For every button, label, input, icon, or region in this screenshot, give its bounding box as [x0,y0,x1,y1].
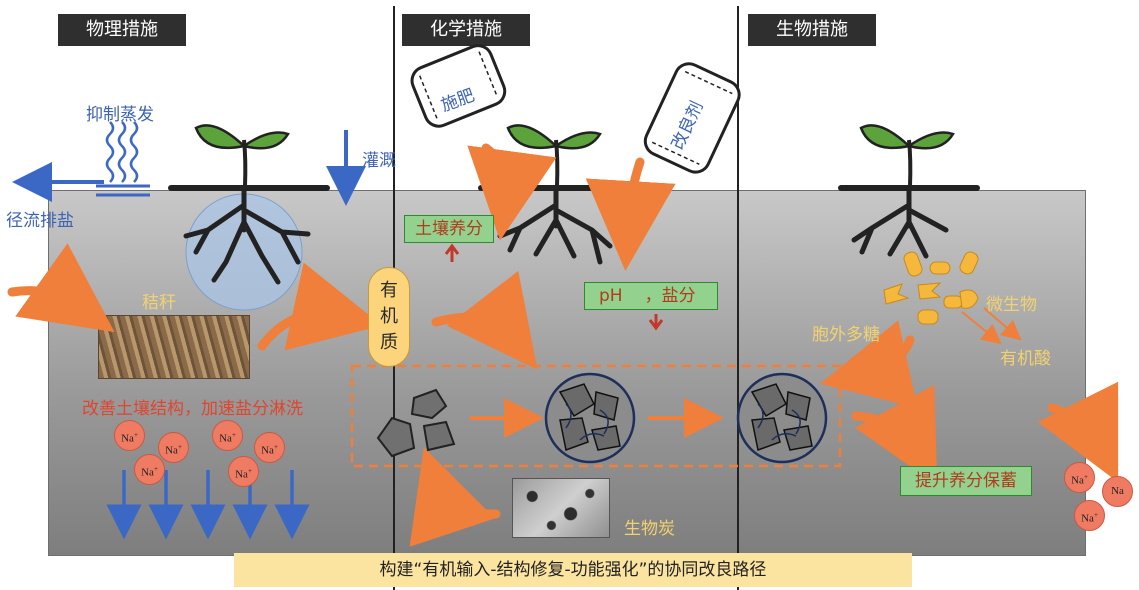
aggregate-dashed-box [350,364,842,468]
header-chemical: 化学措施 [402,14,530,46]
straw-photo [98,315,250,379]
arrow-amendment-down [585,157,676,271]
sodium-ion: Na+ [228,456,259,487]
arrow-eps-to-aggregate [820,320,918,409]
arrow-microbe-acid-1 [961,311,1002,345]
sodium-ion: Na+ [134,454,165,485]
header-physical: 物理措施 [58,14,186,46]
label-eps: 胞外多糖 [812,325,880,345]
arrow-fertilizer-down [467,143,557,241]
sodium-ion: Na+ [212,420,243,451]
sodium-ion: Na+ [254,432,285,463]
footer-banner: 构建“有机输入-结构修复-功能强化”的协同改良路径 [234,553,912,587]
microbe-cluster-icon [883,251,979,325]
label-runoff-salt: 径流排盐 [6,211,74,231]
soil-aggregate-icon-2 [736,372,828,464]
plant-biological-icon [851,124,955,259]
label-improve-structure: 改善土壤结构，加速盐分淋洗 [82,399,303,419]
arrow-microbe-acid-2 [983,307,1022,341]
sodium-ion: Na+ [1064,462,1095,493]
plant-chemical-icon [497,124,613,265]
sodium-ion: Na+ [114,420,145,451]
sodium-ion: Na+ [1074,500,1105,531]
salt-down-arrow [648,314,664,331]
label-straw: 秸秆 [142,293,176,313]
plant-physical-icon [183,124,311,285]
header-biological: 生物措施 [748,14,876,46]
label-suppress-evaporation: 抑制蒸发 [86,105,154,125]
nutrient-up-arrow [444,243,460,262]
label-irrigation: 灌溉 [362,151,396,171]
arrow-input-left [7,243,115,333]
label-biochar: 生物炭 [624,519,675,539]
soil-aggregate-icon-1 [544,372,636,464]
arrow-out-right [1037,381,1119,483]
soil-nutrients-box: 土壤养分 [404,215,494,243]
arrow-biochar-feedback [409,447,501,547]
soil-particles-icon [376,388,456,458]
sodium-ion: Na+ [158,432,189,463]
label-microbes: 微生物 [986,295,1037,315]
ground-line-physical [168,185,330,191]
organic-matter-pill: 有机质 [368,267,410,367]
ph-salt-box: pH，盐分 [584,282,718,310]
evaporation-icon [96,121,150,197]
arrow-organic-to-aggregate [431,270,538,370]
fertilizer-bag-icon [410,44,507,128]
arrow-aggregate-to-retention [851,385,938,486]
label-organic-acid: 有机酸 [1000,349,1051,369]
section-divider-right [737,6,739,590]
arrow-straw-to-organic [257,262,382,351]
amendment-bag-icon [643,62,741,174]
nutrient-retention-box: 提升养分保蓄 [900,466,1032,496]
biochar-photo [512,478,610,538]
sodium-ion: Na [1102,476,1133,507]
